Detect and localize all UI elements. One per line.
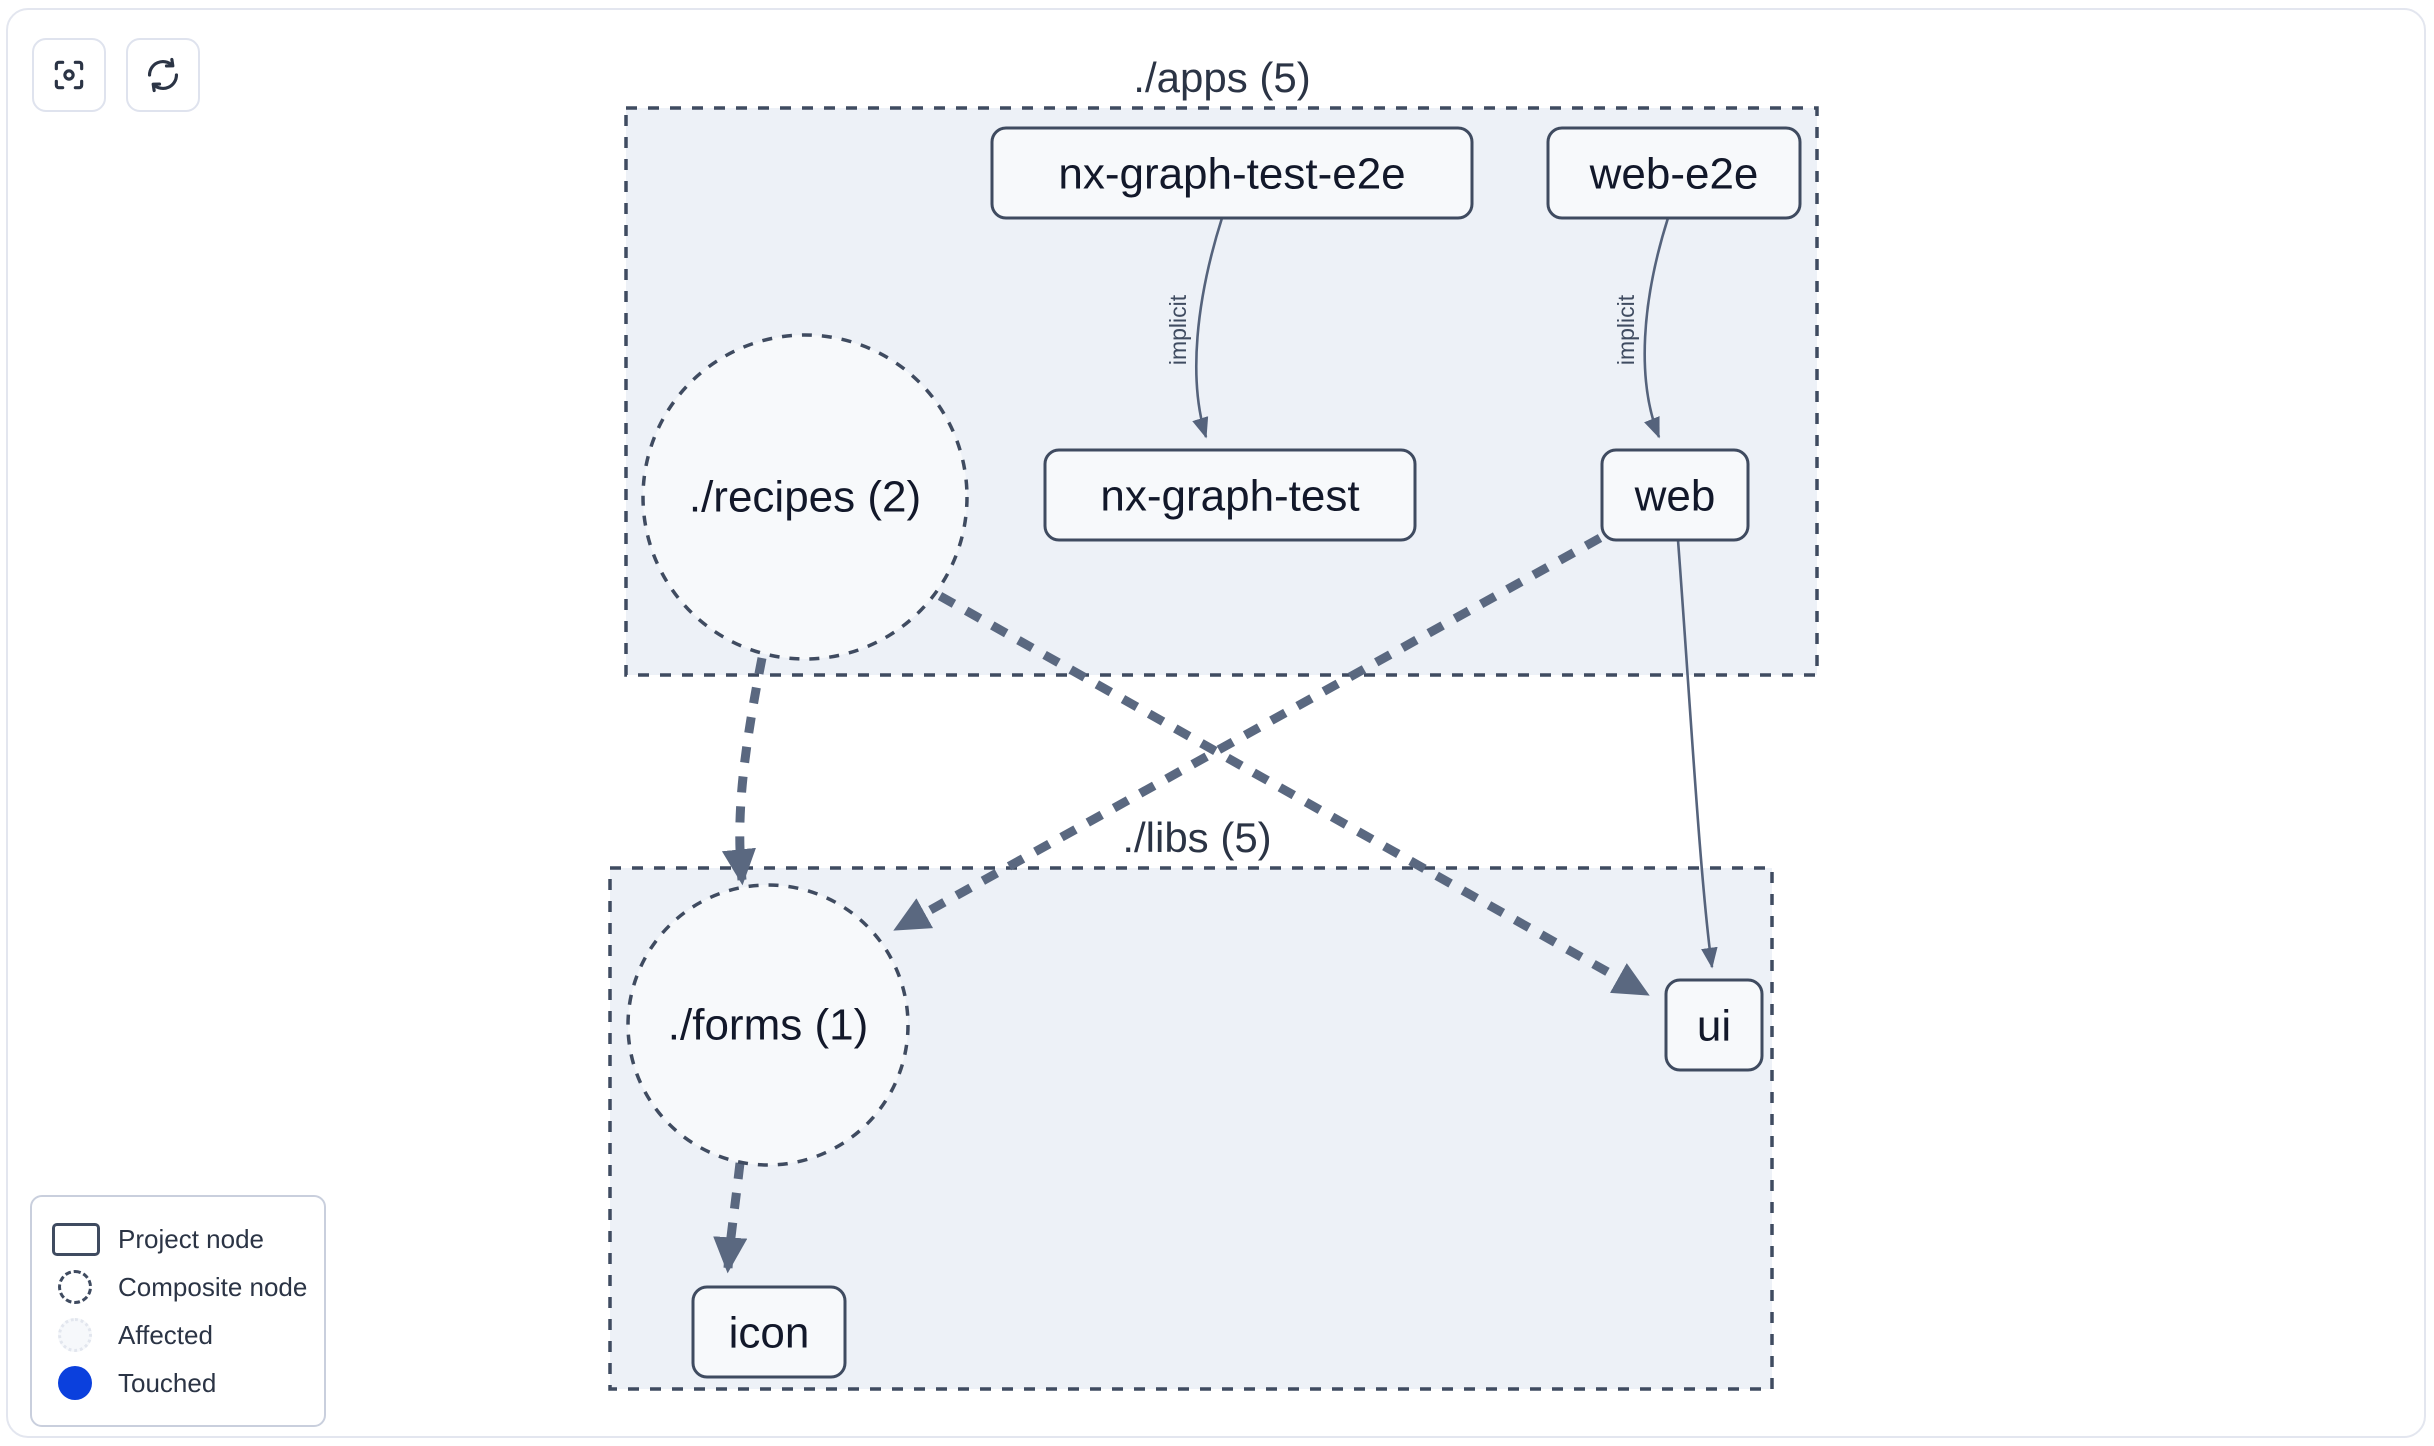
node-label: icon bbox=[729, 1309, 810, 1358]
node-rect bbox=[1664, 978, 1764, 1072]
node-rect bbox=[1600, 448, 1750, 542]
node-nx-graph-test-e2e[interactable]: nx-graph-test-e2e bbox=[990, 126, 1474, 220]
edge-web-to-forms[interactable] bbox=[893, 534, 1603, 932]
edge-web-e2e-to-web[interactable]: implicit bbox=[1613, 217, 1670, 439]
legend-label: Composite node bbox=[118, 1271, 308, 1302]
affected-swatch bbox=[52, 1318, 104, 1352]
edge-nx-graph-test-e2e-to-nx-graph-test[interactable]: implicit bbox=[1165, 217, 1224, 439]
edge-label-implicit-2: implicit bbox=[1613, 294, 1639, 365]
legend-label: Affected bbox=[118, 1319, 213, 1350]
node-label: nx-graph-test-e2e bbox=[1058, 150, 1405, 199]
node-ui[interactable]: ui bbox=[1664, 978, 1764, 1072]
edge-path bbox=[721, 657, 767, 886]
node-web[interactable]: web bbox=[1600, 448, 1750, 542]
legend-item-affected: Affected bbox=[52, 1311, 304, 1359]
graph-toolbar bbox=[32, 38, 200, 112]
group-apps-label: ./apps (5) bbox=[1133, 54, 1310, 101]
node-web-e2e[interactable]: web-e2e bbox=[1546, 126, 1802, 220]
node-label: web bbox=[1634, 472, 1716, 521]
touched-swatch bbox=[52, 1366, 104, 1400]
legend-item-touched: Touched bbox=[52, 1359, 304, 1407]
edge-path bbox=[1192, 217, 1224, 439]
node-icon[interactable]: icon bbox=[691, 1285, 847, 1379]
node-label: nx-graph-test bbox=[1100, 472, 1359, 521]
group-libs-label: ./libs (5) bbox=[1122, 814, 1271, 861]
node-rect bbox=[1043, 448, 1417, 542]
composite-node-swatch bbox=[52, 1270, 104, 1304]
edge-label-implicit-1: implicit bbox=[1165, 294, 1191, 365]
legend-item-composite-node: Composite node bbox=[52, 1263, 308, 1311]
node-label: ui bbox=[1697, 1002, 1731, 1051]
node-label: ./forms (1) bbox=[668, 1001, 868, 1050]
edge-path bbox=[1676, 539, 1718, 969]
edge-path bbox=[937, 592, 1650, 997]
node-label: ./recipes (2) bbox=[689, 473, 921, 522]
node-rect bbox=[691, 1285, 847, 1379]
node-recipes-composite[interactable]: ./recipes (2) bbox=[641, 333, 969, 661]
edge-recipes-to-forms[interactable] bbox=[721, 657, 767, 886]
focus-graph-button[interactable] bbox=[32, 38, 106, 112]
legend-label: Touched bbox=[118, 1367, 217, 1398]
edge-path bbox=[893, 534, 1603, 932]
edge-web-to-ui[interactable] bbox=[1676, 539, 1718, 969]
node-circle bbox=[626, 883, 910, 1167]
edge-recipes-to-ui[interactable] bbox=[937, 592, 1650, 997]
edge-forms-to-icon[interactable] bbox=[713, 1162, 748, 1274]
edge-path bbox=[1643, 217, 1670, 439]
node-label: web-e2e bbox=[1589, 150, 1759, 199]
legend-label: Project node bbox=[118, 1223, 264, 1254]
project-node-swatch bbox=[52, 1222, 104, 1256]
node-circle bbox=[641, 333, 969, 661]
node-rect bbox=[990, 126, 1474, 220]
graph-legend: Project node Composite node Affected Tou… bbox=[30, 1195, 326, 1427]
refresh-icon bbox=[144, 56, 182, 94]
edge-path bbox=[713, 1162, 748, 1274]
node-forms-composite[interactable]: ./forms (1) bbox=[626, 883, 910, 1167]
focus-target-icon bbox=[50, 56, 88, 94]
refresh-graph-button[interactable] bbox=[126, 38, 200, 112]
node-nx-graph-test[interactable]: nx-graph-test bbox=[1043, 448, 1417, 542]
node-rect bbox=[1546, 126, 1802, 220]
legend-item-project-node: Project node bbox=[52, 1215, 304, 1263]
